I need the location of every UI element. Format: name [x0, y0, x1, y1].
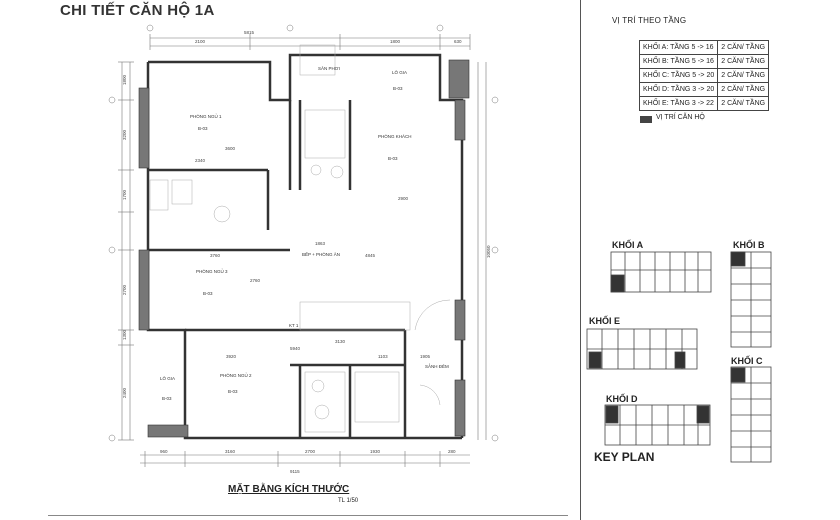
dim-bottom-4: 280 [448, 449, 456, 454]
dim-bottom-0: 960 [160, 449, 168, 454]
table-cell-block: KHỐI E: TẦNG 3 -> 22 [638, 96, 719, 111]
dimension-labels: 5815 2100 1800 630 960 3160 2700 1930 28… [160, 30, 462, 474]
key-plan-block-e [586, 328, 698, 370]
dim-inner-3: 4845 [365, 253, 376, 258]
hatch-lines [149, 44, 451, 433]
dim-left-2: 1700 [122, 189, 127, 200]
room-label-kt1: KT 1 [289, 323, 299, 328]
dim-top-2: 630 [454, 39, 462, 44]
outer-walls [146, 53, 464, 440]
floor-plan-scale: TL 1/50 [338, 498, 359, 504]
dim-inner-11: 2900 [398, 196, 409, 201]
dim-left-1: 3200 [122, 129, 127, 140]
key-plan-block-d [604, 404, 711, 446]
room-label-living: PHÒNG KHÁCH [378, 133, 412, 139]
key-plan-block-c [730, 366, 772, 463]
key-plan-block-e-label: KHỐI E [589, 316, 621, 326]
room-label-drying-yard: SÂN PHƠI [318, 65, 340, 71]
dim-left-0: 1800 [122, 74, 127, 85]
legend-title: VỊ TRÍ THEO TẦNG [612, 16, 687, 25]
key-plan-label: KEY PLAN [594, 450, 655, 464]
page-title: CHI TIẾT CĂN HỘ 1A [60, 2, 215, 19]
dim-left-4: 1300 [122, 329, 127, 340]
dim-top-1: 1800 [390, 39, 401, 44]
room-label-lobby: SẢNH ĐÊM [425, 362, 449, 369]
dimension-lines [118, 34, 487, 467]
dim-inner-4: 1863 [315, 241, 326, 246]
vertical-dimension-labels: 1800 3200 1700 2700 1300 2400 10050 [122, 74, 491, 398]
room-label-bedroom-1: PHÒNG NGỦ 1 [190, 113, 222, 119]
room-code-bedroom-3: B-03 [203, 291, 213, 296]
dim-bottom-1: 3160 [225, 449, 236, 454]
dim-inner-5: 3920 [226, 354, 237, 359]
room-code-living: B-03 [388, 156, 398, 161]
dim-left-5: 2400 [122, 387, 127, 398]
floor-plan-title: MẶT BẰNG KÍCH THƯỚC [228, 484, 350, 495]
key-plan-block-a-label: KHỐI A [612, 240, 644, 250]
room-code-loggia-2: B-03 [393, 86, 403, 91]
dim-left-3: 2700 [122, 284, 127, 295]
location-swatch [640, 116, 652, 123]
dim-inner-1: 3600 [225, 146, 236, 151]
dim-top-0: 2100 [195, 39, 206, 44]
room-label-loggia-2: LÔ GIA [392, 69, 407, 75]
key-plan-block-b-label: KHỐI B [733, 240, 765, 250]
grid-markers [108, 24, 499, 442]
shaded-walls [138, 59, 470, 438]
dim-top-total: 5815 [244, 30, 255, 35]
dim-bottom-3: 1930 [370, 449, 381, 454]
key-plan-block-c-label: KHỐI C [731, 356, 763, 366]
key-plan-block-d-label: KHỐI D [606, 394, 638, 404]
bottom-rule [48, 515, 568, 516]
dim-bottom-2: 2700 [305, 449, 316, 454]
dim-inner-0: 2340 [195, 158, 206, 163]
dim-inner-8: 3130 [335, 339, 346, 344]
key-plan-block-a [610, 251, 712, 293]
location-label: VỊ TRÍ CĂN HỘ [656, 114, 705, 121]
dim-inner-7: 5940 [290, 346, 301, 351]
dim-inner-2: 3760 [210, 253, 221, 258]
dim-inner-10: 1905 [420, 354, 431, 359]
room-code-loggia-1: B-03 [162, 396, 172, 401]
room-code-bedroom-1: B-03 [198, 126, 208, 131]
room-label-loggia-1: LÔ GIA [160, 375, 175, 381]
room-code-bedroom-2: B-03 [228, 389, 238, 394]
room-label-bedroom-2: PHÒNG NGỦ 2 [220, 372, 252, 378]
key-plan-block-b [730, 251, 772, 348]
dim-inner-9: 1103 [378, 354, 388, 359]
room-labels: PHÒNG NGỦ 1 B-03 PHÒNG KHÁCH B-03 PHÒNG … [160, 65, 449, 401]
room-label-kitchen: BẾP + PHÒNG ĂN [302, 251, 340, 257]
dim-inner-6: 2760 [250, 278, 261, 283]
dim-bottom-total: 9115 [290, 469, 300, 474]
table-cell-count: 2 CĂN/ TẦNG [717, 96, 770, 111]
panel-divider [580, 0, 581, 520]
dim-right-total: 10050 [486, 245, 491, 258]
room-label-bedroom-3: PHÒNG NGỦ 3 [196, 268, 228, 274]
